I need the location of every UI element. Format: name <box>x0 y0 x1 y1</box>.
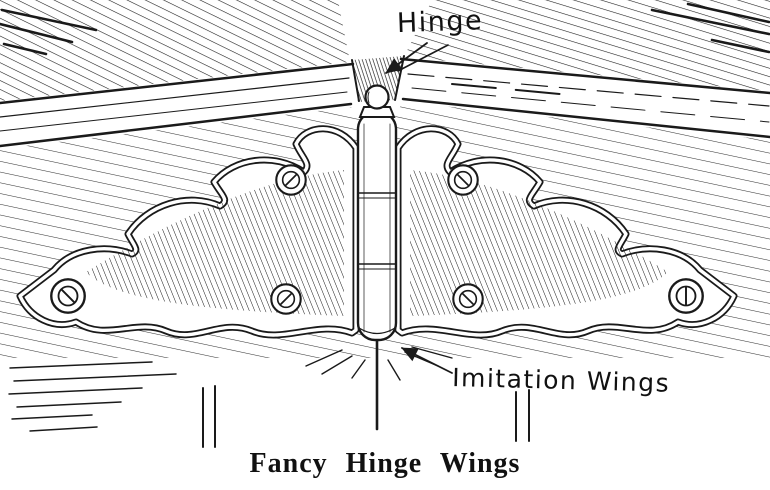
screw-head <box>447 164 479 196</box>
screw-head <box>50 278 86 314</box>
screw-head <box>452 283 484 315</box>
annotation-hinge: Hinge <box>385 5 484 74</box>
annotation-imitation-wings: Imitation Wings <box>401 347 671 398</box>
right-wing <box>394 125 738 339</box>
left-wing <box>16 125 360 339</box>
left-wing-shading <box>86 170 344 316</box>
hinge-label: Hinge <box>396 5 483 39</box>
hinge-barrel <box>356 84 398 431</box>
screw-head <box>275 164 307 196</box>
caption: Fancy Hinge Wings <box>250 448 521 479</box>
background-hatching-upper <box>0 0 770 101</box>
right-wing-shading <box>410 170 668 316</box>
screw-head <box>270 283 302 315</box>
right-rail <box>399 57 770 139</box>
imitation-wings-label: Imitation Wings <box>452 363 671 398</box>
left-rail <box>0 62 355 148</box>
